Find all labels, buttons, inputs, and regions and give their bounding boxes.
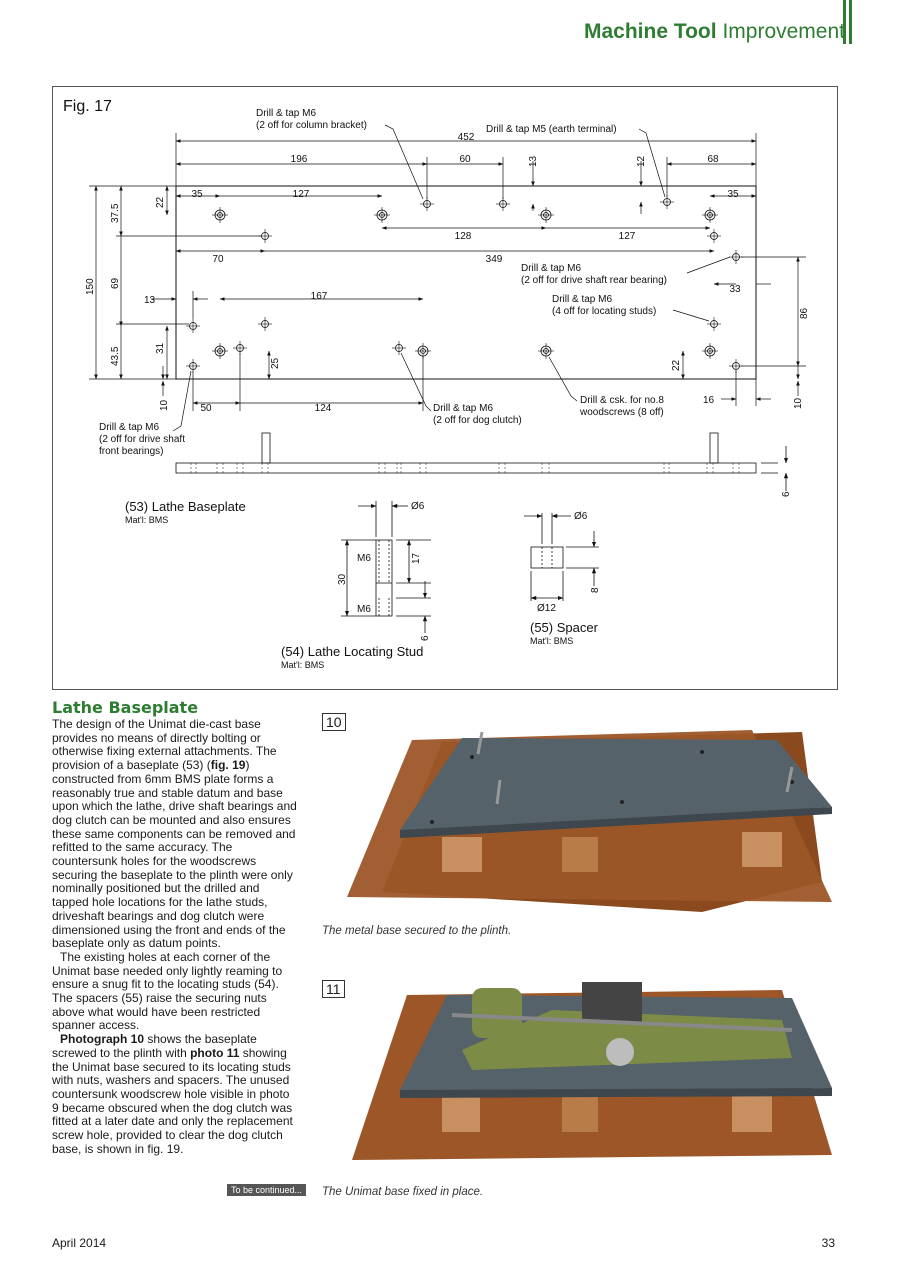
- figure-label: Fig. 17: [63, 98, 112, 115]
- photo-10-image: [347, 730, 832, 912]
- svg-text:(2 off for column bracket): (2 off for column bracket): [256, 120, 367, 131]
- svg-text:Drill & tap M6: Drill & tap M6: [99, 422, 159, 433]
- header-bold: Machine Tool: [583, 20, 717, 43]
- svg-text:12: 12: [636, 155, 647, 167]
- paragraph-3: Photograph 10 shows the baseplate screwe…: [52, 1032, 293, 1156]
- svg-text:Ø6: Ø6: [574, 511, 588, 522]
- svg-text:167: 167: [311, 291, 328, 302]
- svg-text:60: 60: [459, 154, 471, 165]
- running-header: Machine Tool Improvement: [584, 20, 845, 44]
- photo-11-caption: The Unimat base fixed in place.: [322, 1186, 484, 1198]
- svg-text:Ø12: Ø12: [537, 603, 556, 614]
- photo-11-number: 11: [322, 980, 345, 998]
- svg-text:13: 13: [144, 295, 156, 306]
- page-number: 33: [821, 1236, 835, 1250]
- svg-text:17: 17: [411, 552, 422, 564]
- svg-text:M6: M6: [357, 604, 371, 615]
- svg-text:30: 30: [337, 573, 348, 585]
- photo-10-number: 10: [322, 713, 346, 731]
- svg-text:150: 150: [85, 278, 96, 295]
- svg-text:68: 68: [707, 154, 719, 165]
- figure-17: Fig. 17: [52, 86, 838, 690]
- svg-text:Drill & csk. for no.8: Drill & csk. for no.8: [580, 395, 664, 406]
- svg-text:Mat'l: BMS: Mat'l: BMS: [125, 515, 168, 525]
- article-body: The design of the Unimat die-cast base p…: [52, 717, 297, 1157]
- svg-text:127: 127: [619, 231, 636, 242]
- spacer-drawing: [524, 513, 599, 601]
- svg-text:Drill & tap M6: Drill & tap M6: [552, 294, 612, 305]
- svg-text:25: 25: [270, 357, 281, 369]
- svg-text:10: 10: [159, 399, 170, 411]
- svg-text:50: 50: [200, 403, 212, 414]
- svg-text:35: 35: [727, 189, 739, 200]
- paragraph-1: The design of the Unimat die-cast base p…: [52, 717, 297, 951]
- svg-text:(4 off for locating studs): (4 off for locating studs): [552, 306, 656, 317]
- to-be-continued-badge: To be continued...: [227, 1184, 307, 1196]
- svg-text:31: 31: [155, 342, 166, 354]
- svg-text:Ø6: Ø6: [411, 501, 425, 512]
- plate-side-view: [175, 432, 789, 491]
- svg-text:(54) Lathe Locating Stud: (54) Lathe Locating Stud: [281, 644, 423, 659]
- photo-10-caption: The metal base secured to the plinth.: [322, 925, 512, 937]
- svg-text:10: 10: [793, 397, 804, 409]
- svg-text:452: 452: [458, 132, 475, 143]
- svg-text:(55) Spacer: (55) Spacer: [530, 620, 599, 635]
- svg-text:16: 16: [703, 395, 715, 406]
- section-title: Lathe Baseplate: [52, 698, 199, 717]
- svg-text:349: 349: [486, 254, 503, 265]
- svg-text:Drill & tap M6: Drill & tap M6: [433, 403, 493, 414]
- locating-stud-drawing: [341, 501, 431, 633]
- dimension-labels: 452 196 60 68 13 12 35 127 35 22 37.5 15…: [85, 132, 810, 641]
- svg-text:(2 off for drive shaft rear be: (2 off for drive shaft rear bearing): [521, 275, 667, 286]
- svg-text:22: 22: [155, 196, 166, 208]
- svg-text:(53) Lathe Baseplate: (53) Lathe Baseplate: [125, 499, 246, 514]
- footer-date: April 2014: [52, 1236, 107, 1250]
- svg-text:woodscrews (8 off): woodscrews (8 off): [579, 407, 664, 418]
- svg-text:70: 70: [212, 254, 224, 265]
- svg-text:front bearings): front bearings): [99, 446, 163, 457]
- svg-text:(2 off for dog clutch): (2 off for dog clutch): [433, 415, 522, 426]
- svg-text:37.5: 37.5: [110, 203, 121, 223]
- part-titles: (53) Lathe Baseplate Mat'l: BMS (54) Lat…: [125, 499, 599, 670]
- photo-11-image: [352, 982, 832, 1160]
- svg-text:Drill & tap M6: Drill & tap M6: [521, 263, 581, 274]
- svg-text:13: 13: [528, 155, 539, 167]
- svg-text:196: 196: [291, 154, 308, 165]
- svg-text:33: 33: [729, 284, 741, 295]
- svg-text:6: 6: [781, 491, 792, 497]
- svg-text:127: 127: [293, 189, 310, 200]
- svg-text:Mat'l: BMS: Mat'l: BMS: [530, 636, 573, 646]
- svg-text:(2 off for drive shaft: (2 off for drive shaft: [99, 434, 185, 445]
- svg-text:22: 22: [671, 359, 682, 371]
- paragraph-2: The existing holes at each corner of the…: [52, 949, 283, 1033]
- header-bars: [843, 0, 853, 44]
- svg-text:6: 6: [420, 635, 431, 641]
- svg-text:124: 124: [315, 403, 332, 414]
- svg-text:43.5: 43.5: [110, 346, 121, 366]
- annotation-notes: Drill & tap M6 (2 off for column bracket…: [99, 108, 667, 457]
- header-light: Improvement: [722, 20, 845, 43]
- svg-text:Drill & tap M6: Drill & tap M6: [256, 108, 316, 119]
- svg-text:Mat'l: BMS: Mat'l: BMS: [281, 660, 324, 670]
- svg-text:Drill & tap M5 (earth terminal: Drill & tap M5 (earth terminal): [486, 124, 617, 135]
- svg-text:8: 8: [590, 587, 601, 593]
- svg-text:69: 69: [110, 277, 121, 289]
- svg-text:128: 128: [455, 231, 472, 242]
- svg-text:35: 35: [191, 189, 203, 200]
- svg-text:M6: M6: [357, 553, 371, 564]
- svg-text:86: 86: [799, 307, 810, 319]
